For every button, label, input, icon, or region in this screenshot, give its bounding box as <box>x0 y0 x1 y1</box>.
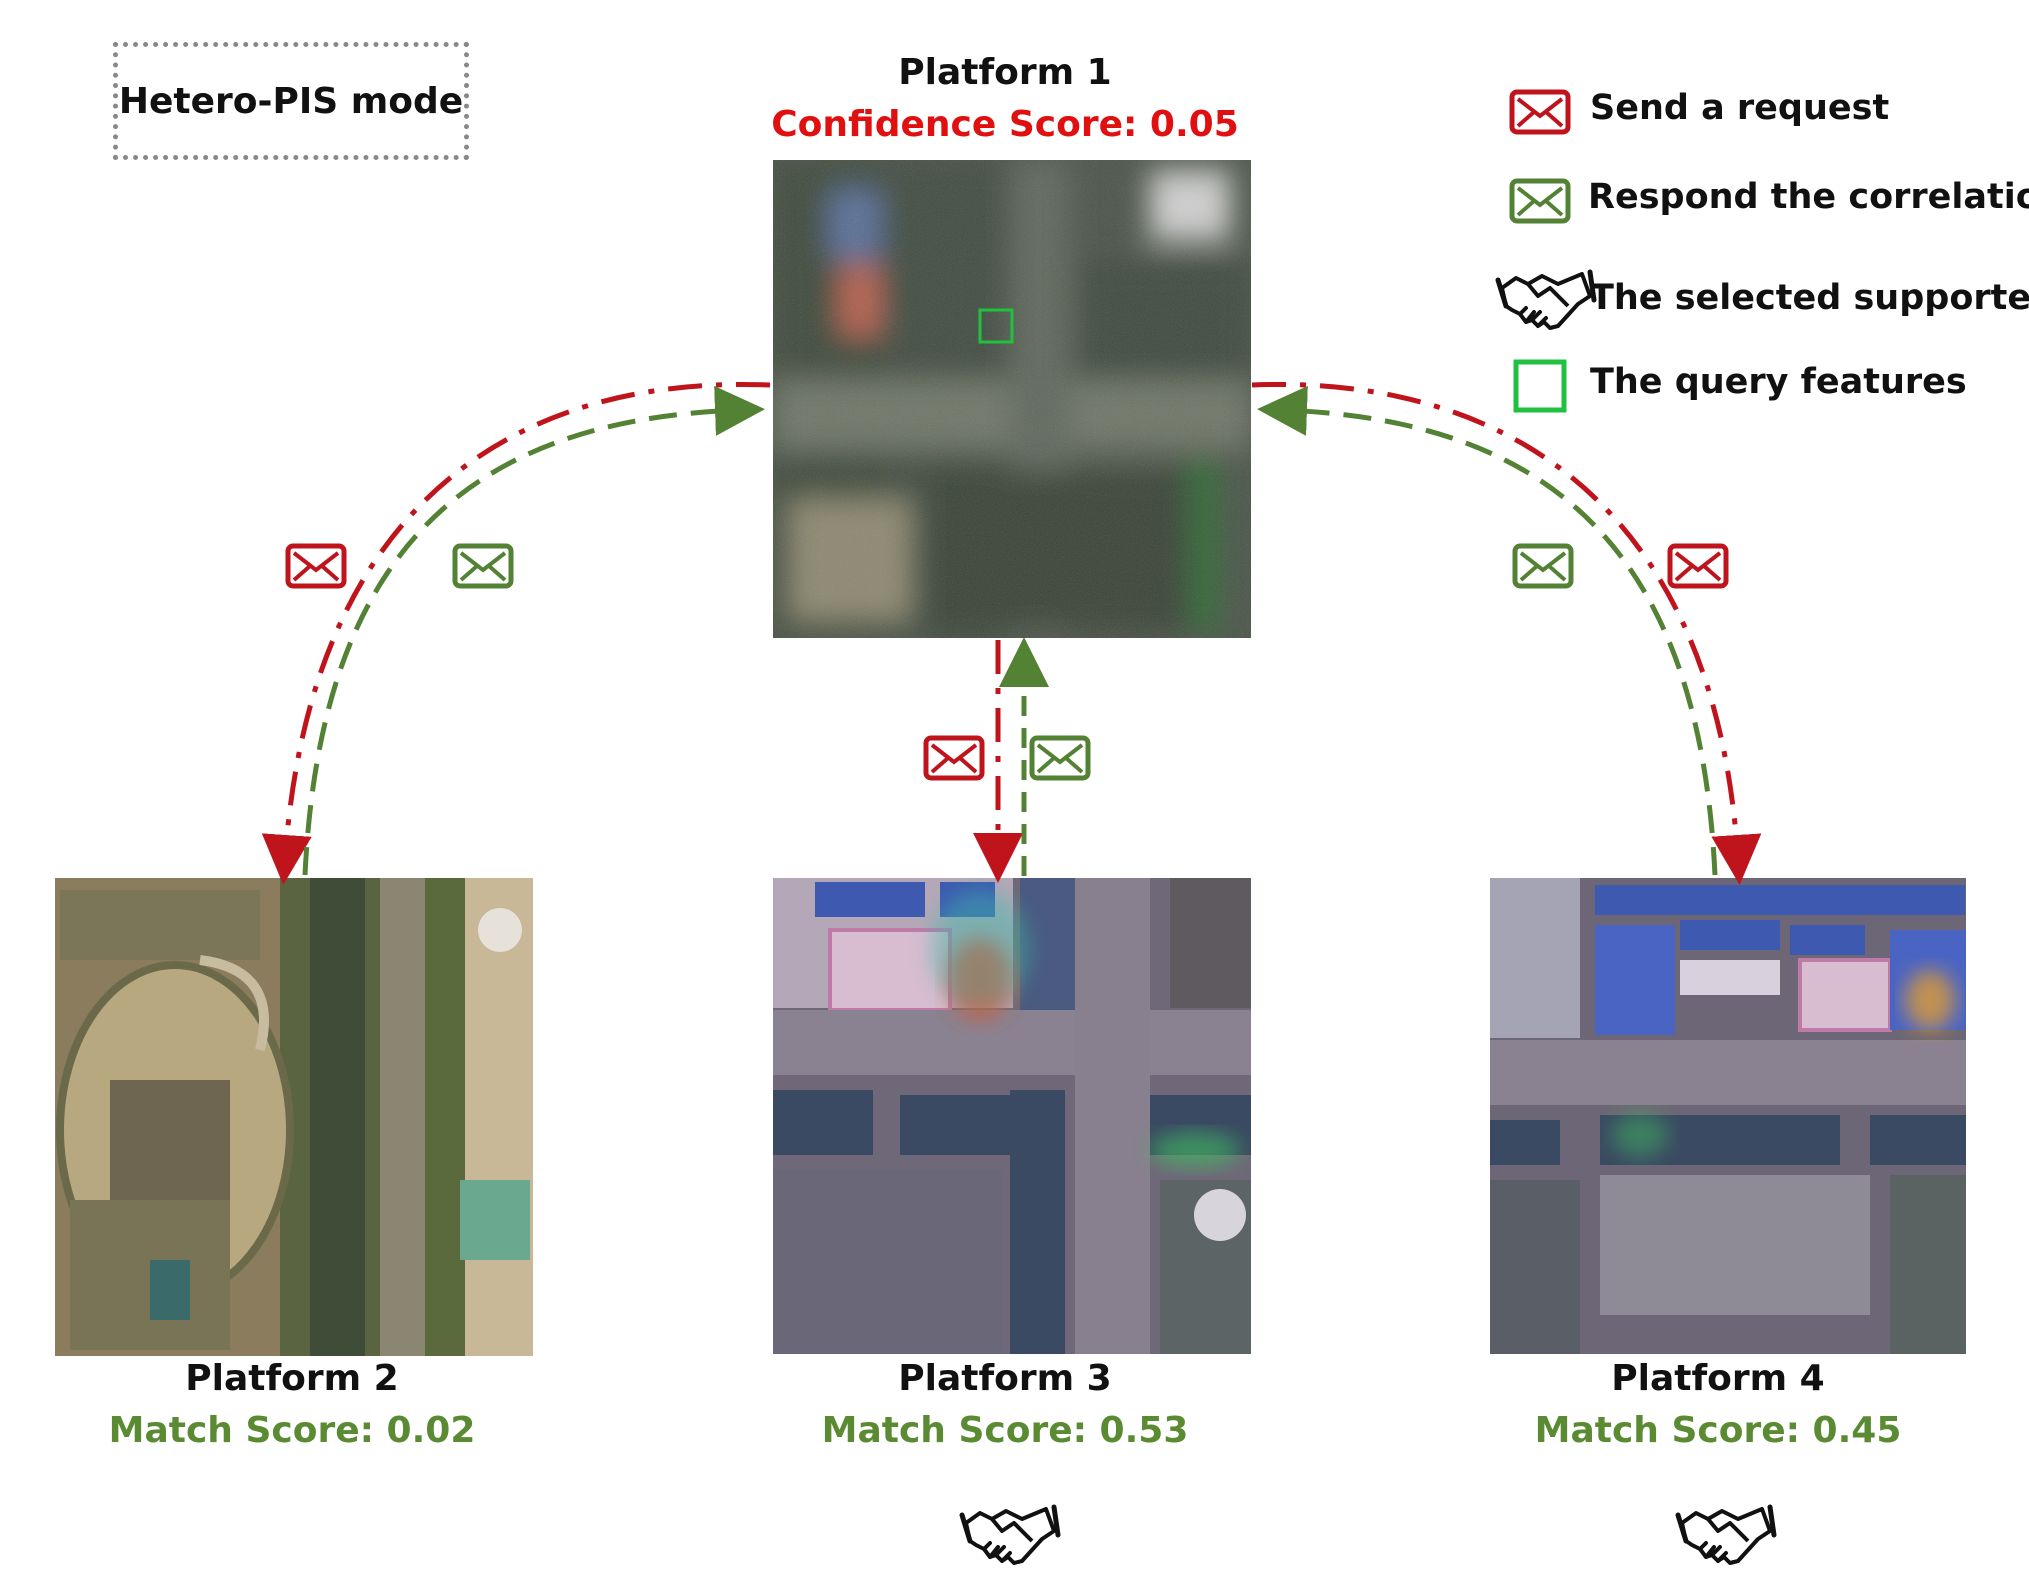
response-arrow-p4 <box>1257 385 1718 876</box>
green-envelope-icon <box>1515 546 1571 586</box>
handshake-icon <box>962 1507 1058 1563</box>
green-envelope-icon <box>1512 181 1568 221</box>
query-feature-box <box>978 308 1014 344</box>
platform-3-score: Match Score: 0.53 <box>821 1410 1189 1451</box>
red-envelope-icon <box>1670 546 1726 586</box>
platform-2-title: Platform 2 <box>185 1358 399 1399</box>
handshake-icon <box>1498 272 1594 328</box>
platform-2-image <box>55 878 533 1356</box>
platform-4-score: Match Score: 0.45 <box>1534 1410 1902 1451</box>
red-envelope-icon <box>288 546 344 586</box>
green-envelope-icon <box>455 546 511 586</box>
platform-3-title: Platform 3 <box>898 1358 1112 1399</box>
mode-label: Hetero-PIS mode <box>118 80 464 122</box>
request-arrow-p4 <box>1251 381 1762 885</box>
legend-supporter-label: The selected supporter <box>1590 278 2029 318</box>
platform-1-title: Platform 1 <box>898 52 1112 93</box>
response-arrow-p2 <box>302 385 765 876</box>
platform-2-score: Match Score: 0.02 <box>108 1410 476 1451</box>
green-envelope-icon <box>1032 738 1088 778</box>
platform-4-image <box>1490 878 1966 1354</box>
platform-4-title: Platform 4 <box>1611 1358 1825 1399</box>
legend-query-label: The query features <box>1590 362 1967 402</box>
request-arrow-p2 <box>261 381 771 885</box>
mode-label-box: Hetero-PIS mode <box>113 42 469 160</box>
red-envelope-icon <box>1512 92 1568 132</box>
handshake-icon <box>1678 1507 1774 1563</box>
legend-respond-label: Respond the correlation <box>1588 177 2029 217</box>
red-envelope-icon <box>926 738 982 778</box>
green-square-icon <box>1513 359 1567 413</box>
platform-1-image <box>773 160 1251 638</box>
legend-send-request-label: Send a request <box>1590 88 1890 128</box>
platform-3-image <box>773 878 1251 1354</box>
platform-1-score: Confidence Score: 0.05 <box>771 104 1239 145</box>
